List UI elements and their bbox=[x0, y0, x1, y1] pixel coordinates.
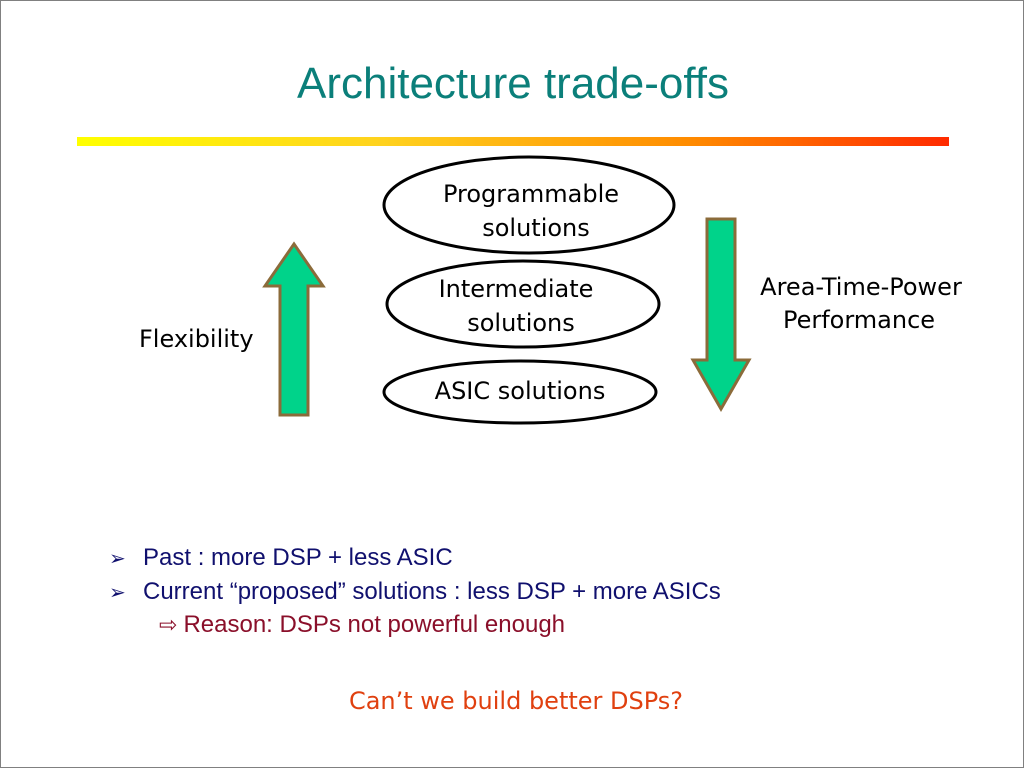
performance-down-arrow bbox=[690, 217, 752, 413]
closing-question: Can’t we build better DSPs? bbox=[348, 687, 684, 715]
intermediate-solutions-ellipse bbox=[385, 259, 661, 349]
flexibility-up-arrow bbox=[262, 241, 326, 417]
bullet-item: ➢ Past : more DSP + less ASIC bbox=[109, 541, 721, 575]
bullet-item: ➢ Current “proposed” solutions : less DS… bbox=[109, 575, 721, 609]
arrowhead-bullet-icon: ➢ bbox=[109, 581, 126, 604]
outline-arrow-icon: ⇨ bbox=[159, 612, 178, 637]
asic-label: ASIC solutions bbox=[435, 377, 606, 405]
sub-bullet: ⇨ Reason: DSPs not powerful enough bbox=[159, 611, 565, 639]
sub-bullet-text: Reason: DSPs not powerful enough bbox=[183, 611, 566, 638]
bullet-text: Current “proposed” solutions : less DSP … bbox=[143, 578, 721, 605]
arrowhead-bullet-icon: ➢ bbox=[109, 547, 126, 570]
slide-title: Architecture trade-offs bbox=[296, 59, 730, 108]
intermediate-label-line1: Intermediate bbox=[439, 275, 594, 303]
performance-label-line2: Performance bbox=[783, 306, 935, 334]
intermediate-label-line2: solutions bbox=[467, 309, 575, 337]
gradient-divider bbox=[77, 137, 949, 146]
programmable-label-line2: solutions bbox=[482, 214, 590, 242]
bullet-text: Past : more DSP + less ASIC bbox=[143, 544, 453, 571]
programmable-label-line1: Programmable bbox=[443, 180, 619, 208]
flexibility-label: Flexibility bbox=[139, 325, 254, 353]
asic-solutions-ellipse bbox=[382, 359, 658, 425]
performance-label-line1: Area-Time-Power bbox=[760, 273, 962, 301]
bullet-list: ➢ Past : more DSP + less ASIC ➢ Current … bbox=[109, 541, 721, 609]
programmable-solutions-ellipse bbox=[382, 155, 676, 255]
